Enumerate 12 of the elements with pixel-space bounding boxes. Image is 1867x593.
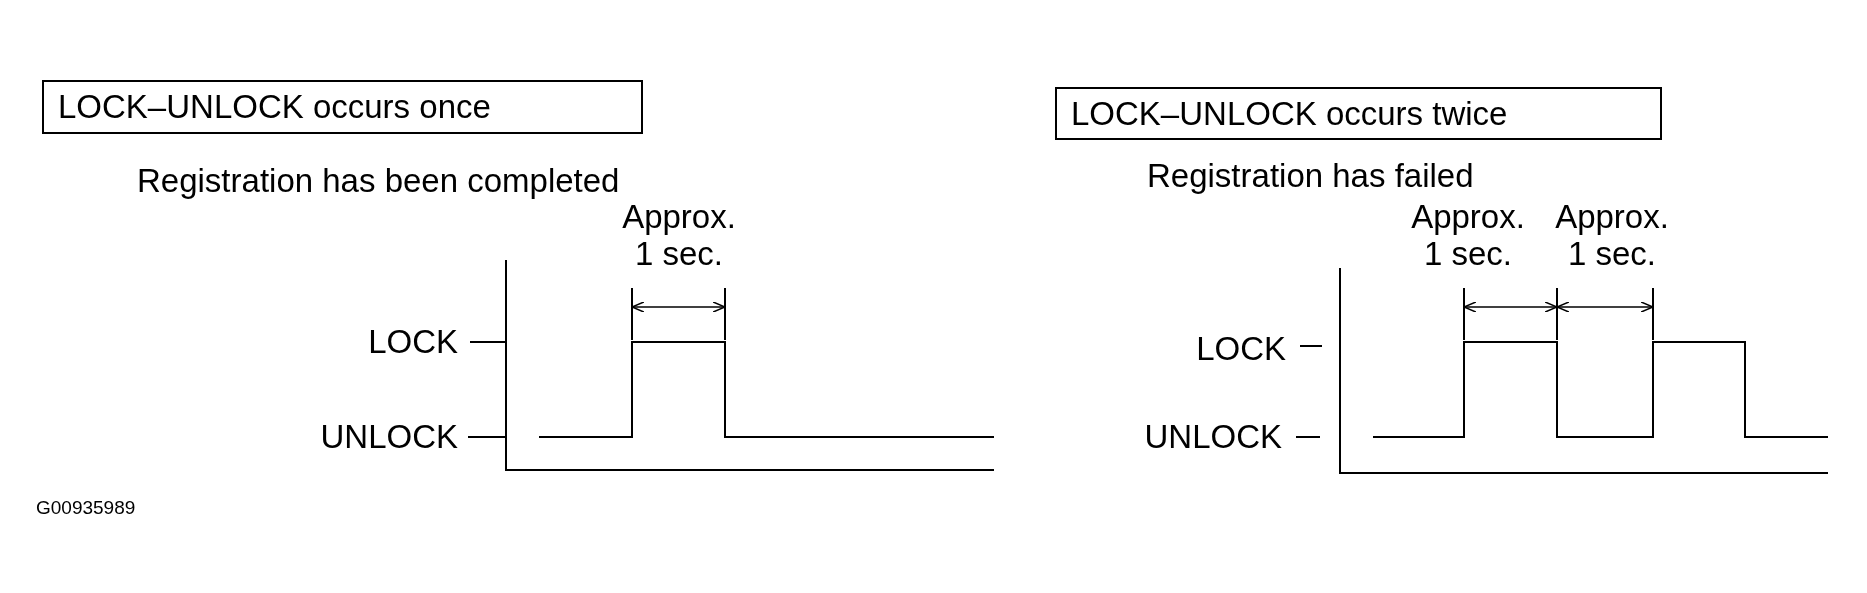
caption-text: Registration has been completed [137,162,620,199]
signal-level-label: UNLOCK [320,418,458,455]
figure-code: G00935989 [36,497,136,519]
heading-box: LOCK–UNLOCK occurs once [42,80,643,134]
signal-level-label: LOCK [1196,330,1286,367]
signal-level-label: UNLOCK [1144,418,1282,455]
duration-label: Approx. 1 sec. [621,198,737,272]
signal-level-label: LOCK [368,323,458,360]
duration-label: Approx. 1 sec. [1554,198,1670,272]
duration-label: Approx. 1 sec. [1410,198,1526,272]
caption-text: Registration has failed [1147,157,1474,194]
heading-box: LOCK–UNLOCK occurs twice [1055,87,1662,140]
